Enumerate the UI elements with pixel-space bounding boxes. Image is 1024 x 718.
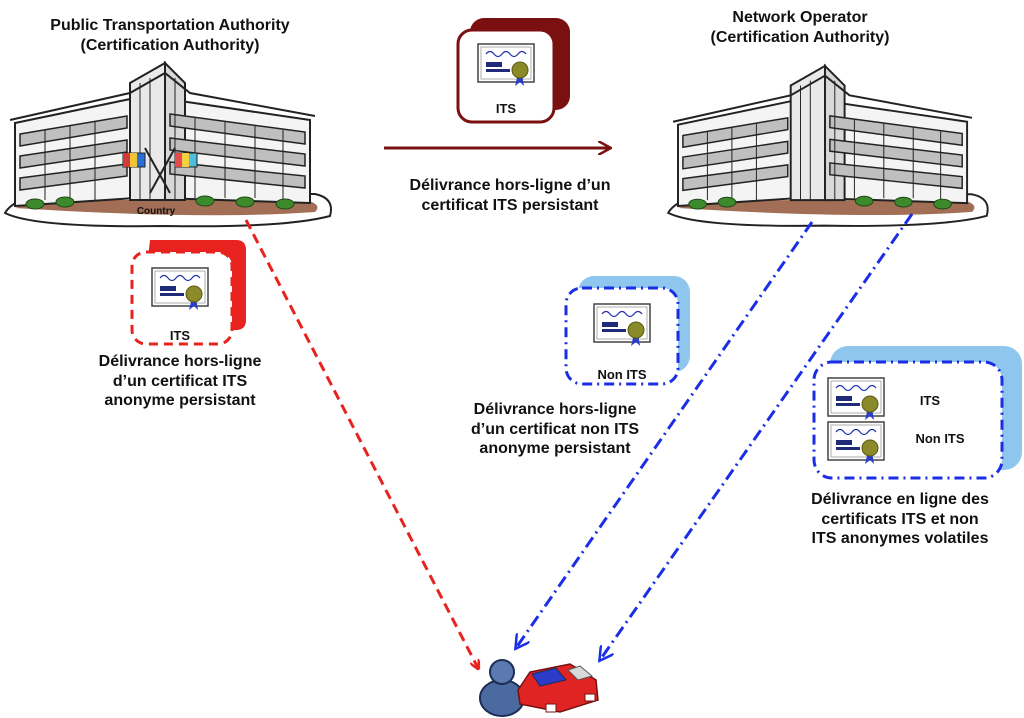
right-its-label: ITS — [920, 393, 941, 408]
left-caption-line2: d’un certificat ITS — [112, 372, 248, 390]
top-caption-line2: certificat ITS persistant — [421, 196, 599, 214]
right-caption-line1: Délivrance en ligne des — [811, 491, 989, 508]
network-operator-line2: (Certification Authority) — [710, 28, 890, 46]
country-flags-icon — [122, 147, 198, 194]
middle-blue-arrow — [516, 221, 814, 648]
right-non-its-label: Non ITS — [915, 431, 964, 446]
right-certificates-icon: ITS Non ITS — [812, 346, 1022, 480]
top-caption-line1: Délivrance hors-ligne d’un — [409, 177, 611, 194]
middle-non-its-label: Non ITS — [597, 367, 646, 382]
network-operator-title: Network Operator (Certification Authorit… — [670, 8, 930, 47]
right-blue-arrow — [600, 213, 914, 660]
public-authority-line2: (Certification Authority) — [80, 36, 260, 54]
network-operator-building-icon — [667, 64, 989, 227]
middle-caption-line3: anonyme persistant — [479, 440, 631, 458]
left-its-certificate-icon: ITS — [130, 240, 246, 346]
left-its-label: ITS — [170, 328, 191, 343]
middle-caption: Délivrance hors-ligne d’un certificat no… — [425, 400, 685, 459]
right-caption-line3: ITS anonymes volatiles — [811, 530, 989, 548]
middle-caption-line2: d’un certificat non ITS — [470, 420, 639, 438]
user-icon — [479, 659, 525, 717]
left-red-arrow — [244, 219, 478, 668]
public-authority-line1: Public Transportation Authority — [50, 17, 290, 34]
top-its-label: ITS — [496, 101, 517, 116]
country-label: Country — [137, 206, 176, 217]
middle-caption-line1: Délivrance hors-ligne — [473, 401, 637, 418]
left-caption: Délivrance hors-ligne d’un certificat IT… — [60, 352, 300, 411]
top-caption: Délivrance hors-ligne d’un certificat IT… — [350, 176, 670, 215]
public-authority-title: Public Transportation Authority (Certifi… — [10, 16, 330, 55]
left-caption-line3: anonyme persistant — [104, 392, 256, 410]
vehicle-icon — [517, 663, 599, 713]
top-its-certificate-icon: ITS — [456, 18, 570, 124]
middle-non-its-certificate-icon: Non ITS — [564, 276, 690, 386]
right-caption-line2: certificats ITS et non — [821, 510, 979, 528]
left-caption-line1: Délivrance hors-ligne — [98, 353, 262, 370]
right-caption: Délivrance en ligne des certificats ITS … — [780, 490, 1020, 549]
network-operator-line1: Network Operator — [732, 9, 868, 26]
public-authority-building-icon — [4, 62, 332, 228]
